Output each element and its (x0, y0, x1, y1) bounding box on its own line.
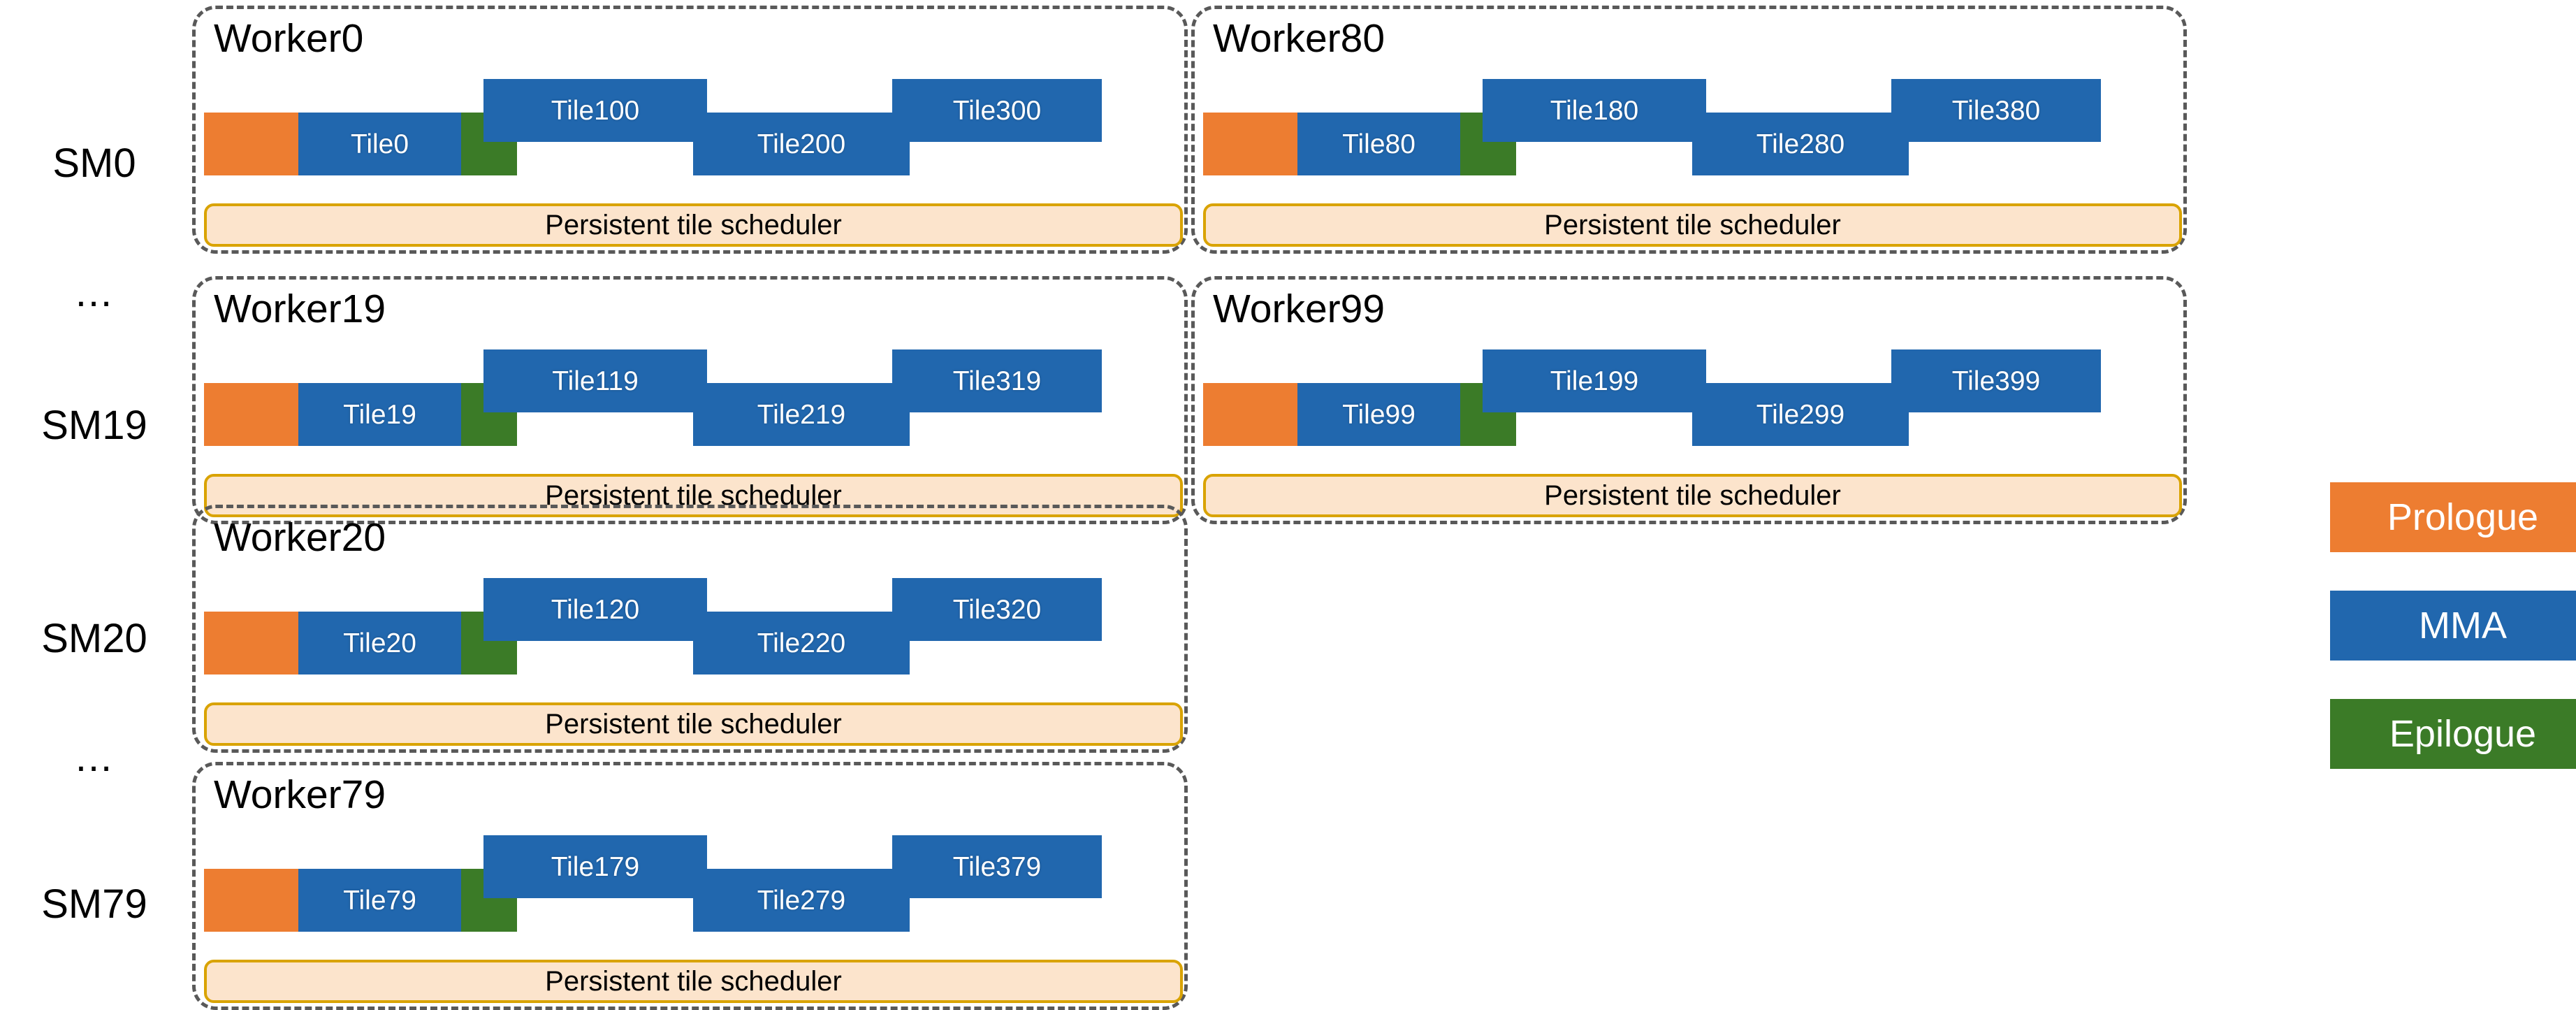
segment-mma-worker79-tile379: Tile379 (892, 835, 1102, 898)
segment-prologue-worker0-0 (204, 113, 298, 175)
segment-prologue-worker20-0 (204, 612, 298, 674)
persistent-tile-scheduler-worker0[interactable]: Persistent tile scheduler (204, 203, 1183, 247)
segment-label: Tile319 (952, 366, 1042, 396)
segment-mma-worker79-tile79: Tile79 (298, 869, 461, 932)
persistent-tile-scheduler-worker79[interactable]: Persistent tile scheduler (204, 960, 1183, 1003)
segment-label: Tile119 (552, 366, 639, 396)
segment-mma-worker80-tile80: Tile80 (1297, 113, 1460, 175)
segment-mma-worker99-tile99: Tile99 (1297, 383, 1460, 446)
segment-label: Tile280 (1756, 129, 1845, 159)
sm-label-sm-0: SM0 (52, 140, 136, 186)
segment-mma-worker0-tile0: Tile0 (298, 113, 461, 175)
segment-prologue-worker80-0 (1203, 113, 1297, 175)
segment-label: Tile79 (343, 885, 416, 916)
persistent-tile-scheduler-worker20[interactable]: Persistent tile scheduler (204, 702, 1183, 746)
segment-label: Tile380 (1951, 95, 2041, 126)
segment-label: Tile220 (757, 628, 846, 658)
segment-mma-worker20-tile20: Tile20 (298, 612, 461, 674)
persistent-tile-scheduler-worker80[interactable]: Persistent tile scheduler (1203, 203, 2182, 247)
segment-mma-worker0-tile100: Tile100 (483, 79, 707, 142)
sm-label-sm-20: SM20 (41, 616, 147, 661)
segment-mma-worker80-tile380: Tile380 (1891, 79, 2101, 142)
legend-label: MMA (2419, 605, 2507, 647)
segment-label: Tile219 (757, 399, 846, 430)
segment-label: Tile180 (1550, 95, 1639, 126)
segment-label: Tile300 (952, 95, 1042, 126)
legend-label: Prologue (2387, 496, 2539, 538)
worker-title-worker19: Worker19 (214, 287, 386, 331)
segment-label: Tile99 (1342, 399, 1416, 430)
segment-label: Tile120 (551, 594, 640, 625)
segment-mma-worker79-tile179: Tile179 (483, 835, 707, 898)
segment-prologue-worker19-0 (204, 383, 298, 446)
segment-label: Tile299 (1756, 399, 1845, 430)
segment-mma-worker80-tile280: Tile280 (1692, 113, 1909, 175)
segment-label: Tile179 (551, 851, 640, 882)
legend-label: Epilogue (2389, 713, 2537, 755)
worker-title-worker99: Worker99 (1213, 287, 1385, 331)
segment-mma-worker19-tile119: Tile119 (483, 349, 707, 412)
segment-mma-worker99-tile399: Tile399 (1891, 349, 2101, 412)
worker-title-worker0: Worker0 (214, 16, 364, 61)
persistent-tile-scheduler-worker99[interactable]: Persistent tile scheduler (1203, 474, 2182, 517)
legend-item-mma[interactable]: MMA (2330, 591, 2576, 661)
segment-label: Tile379 (952, 851, 1042, 882)
segment-label: Tile399 (1951, 366, 2041, 396)
segment-mma-worker19-tile19: Tile19 (298, 383, 461, 446)
segment-mma-worker0-tile200: Tile200 (693, 113, 910, 175)
legend-item-prologue[interactable]: Prologue (2330, 482, 2576, 552)
segment-mma-worker80-tile180: Tile180 (1483, 79, 1706, 142)
segment-mma-worker19-tile319: Tile319 (892, 349, 1102, 412)
segment-label: Tile100 (551, 95, 640, 126)
segment-mma-worker99-tile299: Tile299 (1692, 383, 1909, 446)
segment-prologue-worker99-0 (1203, 383, 1297, 446)
segment-label: Tile20 (343, 628, 416, 658)
sm-label-gap-2: ... (75, 735, 114, 780)
segment-label: Tile19 (343, 399, 416, 430)
sm-label-sm-19: SM19 (41, 403, 147, 448)
segment-mma-worker0-tile300: Tile300 (892, 79, 1102, 142)
segment-mma-worker20-tile220: Tile220 (693, 612, 910, 674)
segment-label: Tile279 (757, 885, 846, 916)
legend-item-epilogue[interactable]: Epilogue (2330, 699, 2576, 769)
segment-mma-worker99-tile199: Tile199 (1483, 349, 1706, 412)
sm-label-sm-79: SM79 (41, 881, 147, 927)
worker-title-worker20: Worker20 (214, 515, 386, 560)
sm-label-gap-1: ... (75, 270, 114, 315)
segment-label: Tile80 (1342, 129, 1416, 159)
segment-mma-worker79-tile279: Tile279 (693, 869, 910, 932)
segment-prologue-worker79-0 (204, 869, 298, 932)
segment-mma-worker20-tile120: Tile120 (483, 578, 707, 641)
segment-label: Tile0 (350, 129, 409, 159)
segment-mma-worker19-tile219: Tile219 (693, 383, 910, 446)
segment-label: Tile200 (757, 129, 846, 159)
worker-title-worker79: Worker79 (214, 772, 386, 817)
segment-label: Tile320 (952, 594, 1042, 625)
worker-title-worker80: Worker80 (1213, 16, 1385, 61)
segment-mma-worker20-tile320: Tile320 (892, 578, 1102, 641)
segment-label: Tile199 (1550, 366, 1639, 396)
persistent-tile-scheduler-worker19[interactable]: Persistent tile scheduler (204, 474, 1183, 517)
